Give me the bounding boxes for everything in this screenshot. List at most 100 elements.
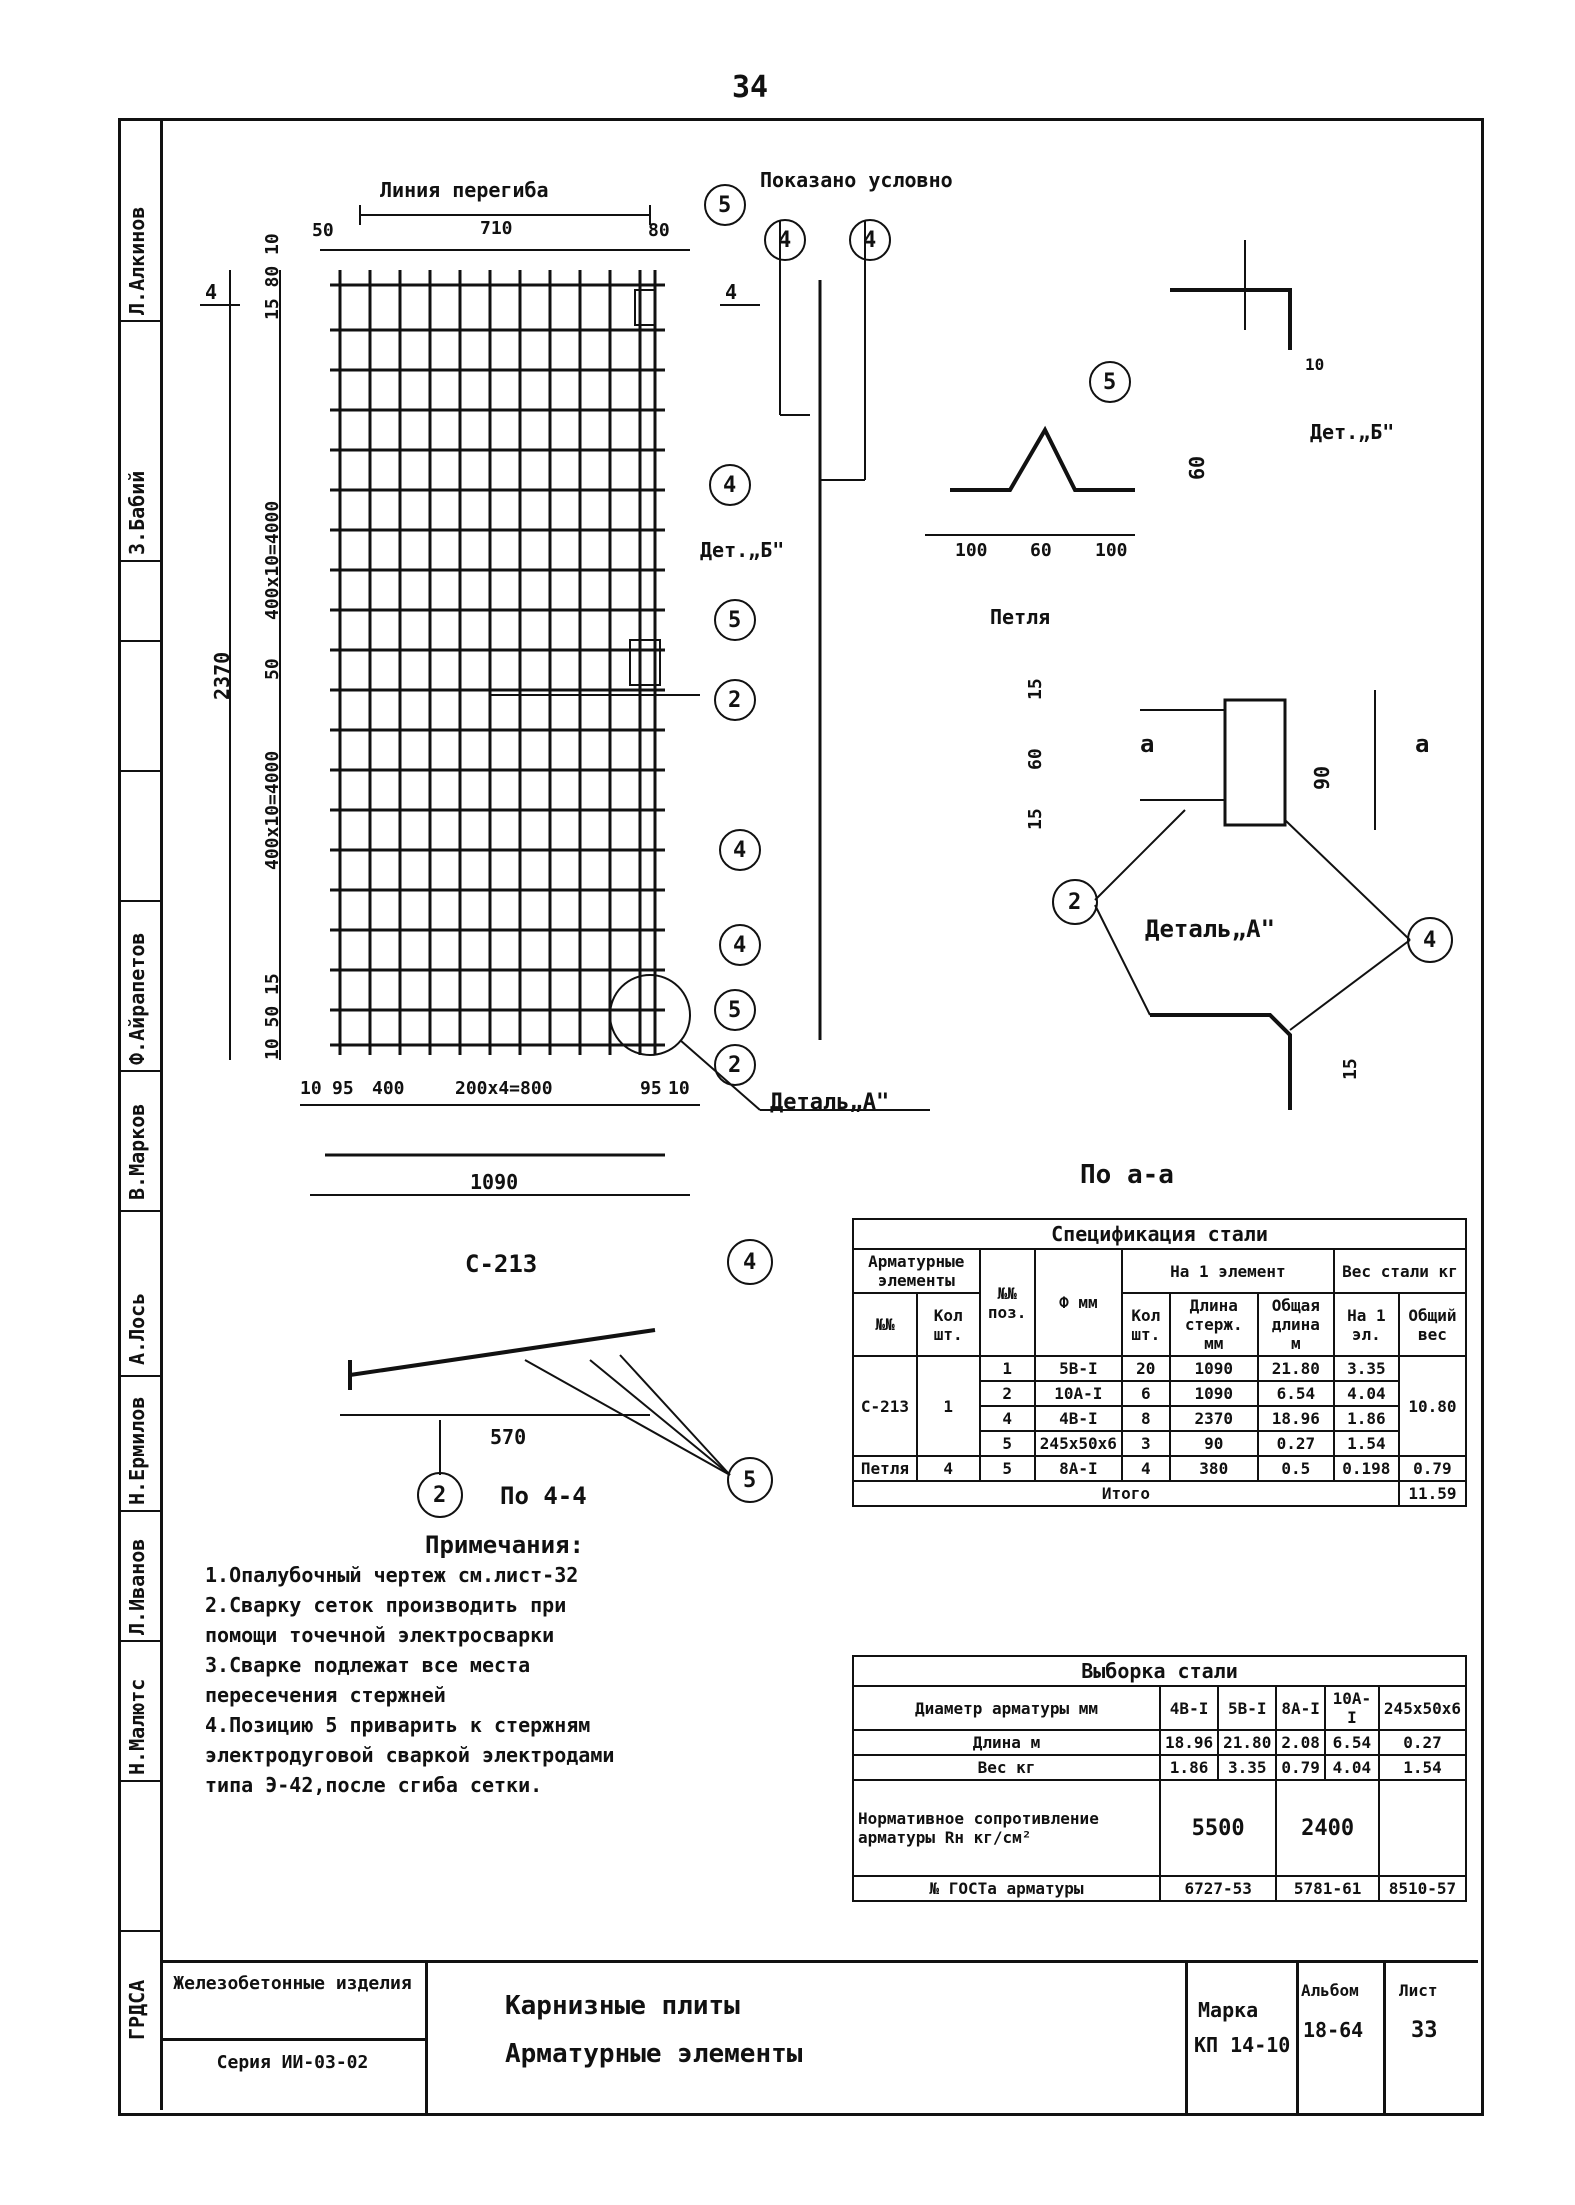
cell: 18.96 [1158,1729,1220,1756]
note-line: электродуговой сваркой электродами [205,1743,615,1767]
album-label: Альбом [1301,1981,1359,2000]
loop-dim: 100 [1095,540,1128,561]
notes: Примечания: 1.Опалубочный чертеж см.лист… [205,1530,614,1800]
title-series-cell: Серия ИИ-03-02 [160,2038,428,2113]
page-number: 34 [732,70,769,105]
callout: 4 [743,1250,757,1275]
album-value: 18-64 [1303,2018,1364,2042]
sheet-cell: Лист 33 [1383,1963,1475,2113]
callout: 2 [1068,890,1082,915]
cell: 3.35 [1217,1754,1278,1781]
spec-subhead: На 1 эл. [1332,1292,1400,1357]
sheet-value: 33 [1411,2018,1438,2043]
detail-a-caption: Деталь„А" [1145,915,1276,943]
loop-dim: 100 [955,540,988,561]
spec-group-qty: 1 [915,1355,981,1457]
detail-b-dim: 10 [1305,355,1325,374]
section-4-4-dim: 570 [490,1425,527,1449]
cell: 6.54 [1256,1380,1335,1407]
selection-table: Выборка стали Диаметр арматуры мм 4В-I 5… [852,1655,1468,1902]
bend-line-label: Линия перегиба [380,178,549,202]
cell: 4 [1120,1455,1171,1482]
dim-segment: 400x10=4000 [262,750,283,870]
callout: 5 [728,608,742,633]
cell: 6.54 [1323,1729,1380,1756]
spec-subhead: Кол шт. [1120,1292,1171,1357]
loop-dim: 60 [1030,540,1052,561]
table-row: Длина м 18.96 21.80 2.08 6.54 0.27 [852,1729,1468,1756]
title-org: Железобетонные изделия [173,1973,412,1994]
section-4-4-label: По 4-4 [500,1482,587,1510]
cell [1377,1779,1468,1877]
spec-total: 11.59 [1397,1480,1468,1507]
note-line: 3.Сварке подлежат все места [205,1653,531,1677]
spec-group-total: 10.80 [1397,1355,1468,1457]
cell: Петля [852,1455,918,1482]
cell: 21.80 [1217,1729,1278,1756]
cell: № ГОСТа арматуры [852,1875,1161,1902]
note-line: типа Э-42,после сгиба сетки. [205,1773,543,1797]
cell: 10А-I [1033,1380,1123,1407]
cell: 0.27 [1256,1430,1335,1457]
section-mark-left: 4 [205,280,218,304]
detail-b-label: Дет.„Б" [700,538,785,562]
spec-subhead: №№ [852,1292,918,1357]
cell: 10А-I [1323,1685,1380,1731]
callout-circles [417,184,1453,1518]
title-line1: Карнизные плиты [505,1991,740,2021]
spec-head: Арматурные элементы [852,1248,981,1294]
spec-subhead: Кол шт. [915,1292,981,1357]
cell: 4В-I [1158,1685,1220,1731]
spec-table: Спецификация стали Арматурные элементы №… [852,1218,1468,1507]
dim-bottom-item: 95 [640,1078,662,1099]
dim-bottom-item: 10 [668,1078,690,1099]
album-cell: Альбом 18-64 [1293,1963,1386,2113]
cell: 18.96 [1256,1405,1335,1432]
callout: 4 [733,933,747,958]
detail-a-dim: 15 [1025,808,1046,830]
cell: 2400 [1275,1779,1380,1877]
table-row: Диаметр арматуры мм 4В-I 5В-I 8А-I 10А-I… [852,1685,1468,1731]
mark-label: Марка [1198,1998,1259,2022]
cell: 5 [978,1430,1036,1457]
dim-top-span: 710 [480,218,513,239]
cell: 4.04 [1323,1754,1380,1781]
callout: 4 [723,473,737,498]
cell: 5500 [1158,1779,1278,1877]
title-org-cell: Железобетонные изделия [160,1963,428,2041]
cell: 245x50x6 [1033,1430,1123,1457]
note-line: помощи точечной электросварки [205,1623,555,1647]
cell: 380 [1168,1455,1259,1482]
table-row: Итого 11.59 [852,1480,1468,1507]
callout: 5 [728,998,742,1023]
dim-bottom-item: 200x4=800 [455,1078,553,1099]
title-line2: Арматурные элементы [505,2039,803,2069]
cell: 0.27 [1377,1729,1468,1756]
cell: 0.198 [1332,1455,1400,1482]
spec-group-name: С-213 [852,1355,918,1457]
table-row: С-213 1 1 5В-I 20 1090 21.80 3.35 10.80 [852,1355,1468,1457]
spec-head: №№ поз. [978,1248,1036,1357]
cell: 6727-53 [1158,1875,1278,1902]
cell: 5В-I [1217,1685,1278,1731]
cell: 5781-61 [1275,1875,1380,1902]
cell: 3 [1120,1430,1171,1457]
cell: 1090 [1168,1380,1259,1407]
cell: 5В-I [1033,1355,1123,1382]
cell: 8 [1120,1405,1171,1432]
mark-value: КП 14-10 [1194,2033,1291,2057]
cell: 4 [978,1405,1036,1432]
note-line: пересечения стержней [205,1683,446,1707]
dim-segment: 400x10=4000 [262,500,283,620]
cell: Нормативное сопротивление арматуры Rн кг… [852,1779,1161,1877]
sheet-label: Лист [1399,1981,1438,2000]
cell: Диаметр арматуры мм [852,1685,1161,1731]
detail-a-bottom-dim: 15 [1340,1058,1361,1080]
cell: 1.54 [1377,1754,1468,1781]
spec-subhead: Общий вес [1397,1292,1468,1357]
dim-segment: 10 50 15 [262,973,283,1060]
callout: 2 [728,1053,742,1078]
cell: 0.79 [1275,1754,1326,1781]
spec-head: На 1 элемент [1120,1248,1335,1294]
cell: 0.79 [1397,1455,1468,1482]
